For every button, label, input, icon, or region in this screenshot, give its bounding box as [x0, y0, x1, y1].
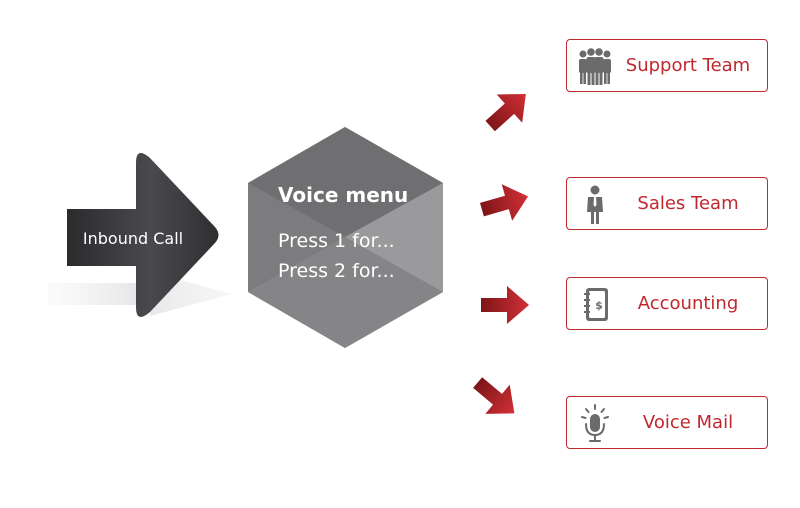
inbound-label: Inbound Call — [83, 229, 183, 248]
destination-label: Support Team — [625, 55, 751, 76]
destination-label: Sales Team — [637, 193, 739, 214]
route-arrow-support — [477, 79, 539, 141]
destination-voice-mail: Voice Mail — [566, 396, 768, 449]
team-icon — [579, 48, 611, 85]
destination-support-team: Support Team — [566, 39, 768, 92]
microphone-icon — [581, 404, 609, 442]
route-arrow-sales — [476, 178, 534, 228]
destination-label: Voice Mail — [642, 412, 734, 433]
voice-menu-title: Voice menu — [278, 183, 408, 207]
route-arrow-voicemail — [465, 368, 527, 428]
voice-menu-line-1: Press 1 for... — [278, 230, 395, 252]
person-icon — [587, 185, 603, 224]
destination-sales-team: Sales Team — [566, 177, 768, 230]
svg-text:$: $ — [595, 299, 603, 312]
voice-menu-line-2: Press 2 for... — [278, 260, 395, 282]
ledger-icon: $ — [584, 288, 608, 321]
voice-menu-hexagon: Voice menu Press 1 for... Press 2 for... — [248, 127, 443, 348]
destination-accounting: $ Accounting — [566, 277, 768, 330]
destination-label: Accounting — [637, 293, 739, 314]
inbound-arrow: Inbound Call — [67, 153, 219, 317]
route-arrow-accounting — [481, 286, 529, 324]
